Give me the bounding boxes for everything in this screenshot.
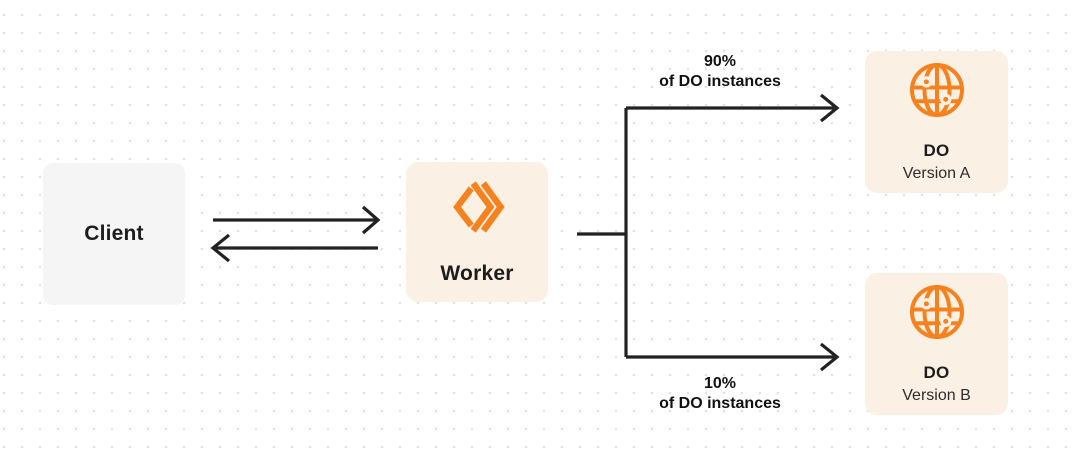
do-b-title: DO (923, 363, 950, 382)
globe-icon (907, 60, 967, 120)
do-a-title: DO (923, 141, 950, 160)
do-version-a-node: DO Version A (865, 51, 1008, 193)
edge-label-10-percent-line2: of DO instances (659, 395, 781, 412)
workers-chevrons-icon (445, 175, 509, 239)
edge-label-90-percent-line1: 90% (703, 53, 737, 70)
worker-node: Worker (406, 162, 548, 302)
branch-worker-to-do-versions (577, 93, 840, 372)
edge-label-10-percent-line1: 10% (703, 375, 737, 392)
worker-label: Worker (440, 262, 514, 285)
edge-label-90-percent-line2: of DO instances (659, 73, 781, 90)
edge-label-10-percent: 10% of DO instances (610, 374, 830, 414)
do-b-subtitle: Version B (902, 387, 971, 404)
globe-icon (907, 282, 967, 342)
do-version-b-node: DO Version B (865, 273, 1008, 415)
arrow-worker-to-client (210, 233, 378, 263)
client-label: Client (84, 222, 144, 245)
arrow-client-to-worker (213, 205, 381, 235)
edge-label-90-percent: 90% of DO instances (610, 52, 830, 92)
client-node: Client (43, 163, 185, 305)
do-a-subtitle: Version A (902, 165, 971, 182)
